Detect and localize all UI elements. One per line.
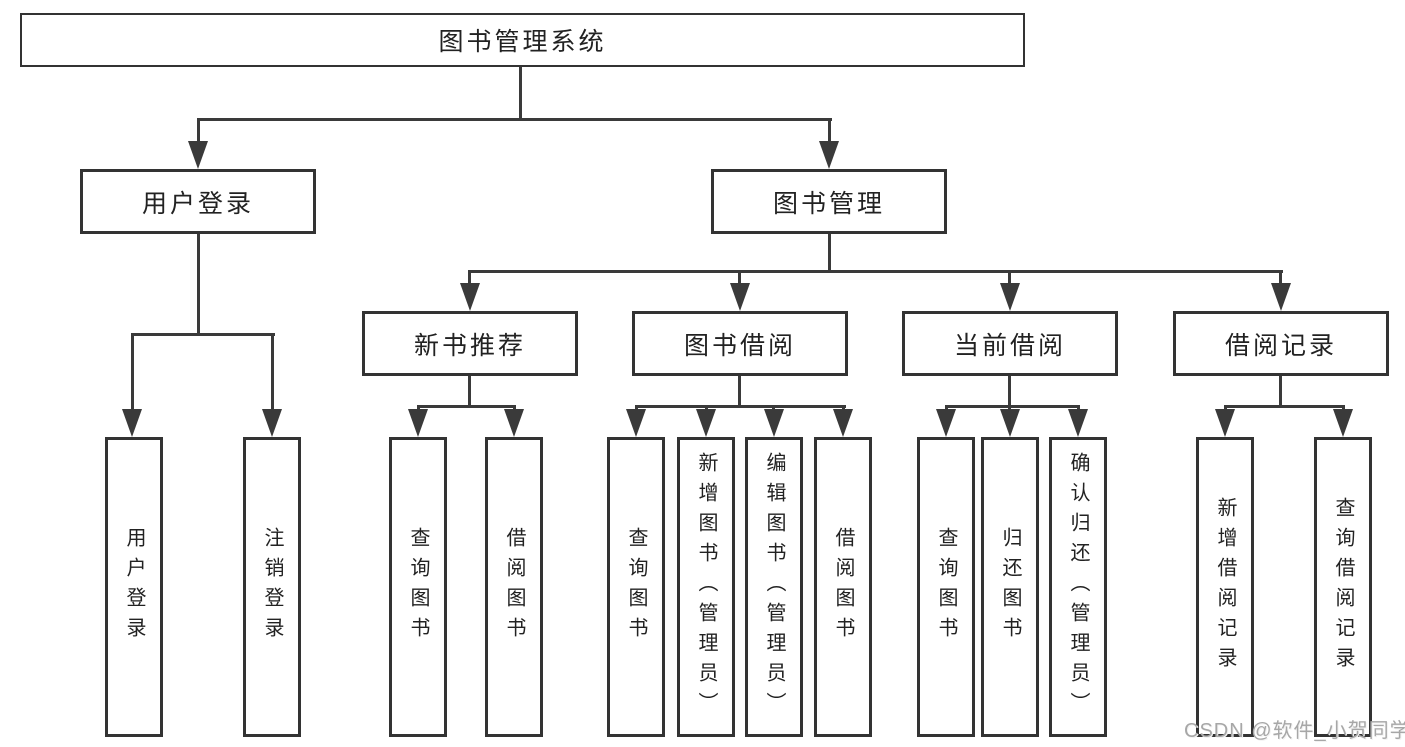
arrowhead-edit-books-admin-icon [764, 409, 784, 437]
arrowhead-query-books-recommend-icon [408, 409, 428, 437]
node-borrow-records: 借阅记录 [1173, 311, 1389, 376]
leaf-logout: 注销登录 [243, 437, 301, 737]
leaf-edit-books-admin-label: 编辑图书（管理员） [763, 452, 785, 722]
leaf-add-books-admin-label: 新增图书（管理员） [695, 452, 717, 722]
watermark: CSDN @软件_小贺同学 [1184, 720, 1405, 742]
node-new-book-recommend: 新书推荐 [362, 311, 578, 376]
leaf-query-borrow-record: 查询借阅记录 [1314, 437, 1372, 737]
arrowhead-borrow-books-recommend-icon [504, 409, 524, 437]
leaf-add-books-admin: 新增图书（管理员） [677, 437, 735, 737]
leaf-query-books-recommend: 查询图书 [389, 437, 447, 737]
leaf-query-borrow-record-label: 查询借阅记录 [1332, 497, 1354, 677]
connector-current-branch [945, 405, 1080, 408]
arrowhead-new-book-recommend-icon [460, 283, 480, 311]
node-user-login-label: 用户登录 [141, 189, 254, 218]
connector-to-user-login [197, 118, 200, 142]
leaf-query-books-current-label: 查询图书 [935, 527, 957, 647]
arrowhead-user-login-icon [188, 141, 208, 169]
leaf-query-books-borrowing: 查询图书 [607, 437, 665, 737]
leaf-return-books-label: 归还图书 [999, 527, 1021, 647]
arrowhead-add-books-admin-icon [696, 409, 716, 437]
connector-user-vertical [197, 234, 200, 336]
arrowhead-leaf-logout-icon [262, 409, 282, 437]
connector-to-leaf-user-login [131, 333, 134, 411]
node-current-borrowing: 当前借阅 [902, 311, 1118, 376]
connector-user-branch [131, 333, 275, 336]
connector-recommend-branch [417, 405, 516, 408]
arrowhead-borrow-books-icon [833, 409, 853, 437]
connector-to-new-book-recommend [468, 270, 471, 286]
connector-borrowing-vertical [738, 376, 741, 408]
arrowhead-return-books-icon [1000, 409, 1020, 437]
arrowhead-query-borrow-record-icon [1333, 409, 1353, 437]
leaf-confirm-return-admin: 确认归还（管理员） [1049, 437, 1107, 737]
connector-records-vertical [1279, 376, 1282, 408]
leaf-borrow-books-recommend-label: 借阅图书 [503, 527, 525, 647]
leaf-add-borrow-record-label: 新增借阅记录 [1214, 497, 1236, 677]
arrowhead-current-borrowing-icon [1000, 283, 1020, 311]
connector-to-current-borrowing [1008, 270, 1011, 286]
arrowhead-book-management-icon [819, 141, 839, 169]
connector-root-branch [197, 118, 832, 121]
connector-current-vertical [1008, 376, 1011, 408]
leaf-query-books-borrowing-label: 查询图书 [625, 527, 647, 647]
leaf-query-books-current: 查询图书 [917, 437, 975, 737]
connector-root-vertical [519, 67, 522, 120]
node-book-borrowing: 图书借阅 [632, 311, 848, 376]
connector-recommend-vertical [468, 376, 471, 408]
leaf-logout-label: 注销登录 [261, 527, 283, 647]
node-borrow-records-label: 借阅记录 [1224, 331, 1337, 360]
node-library-system-label: 图书管理系统 [438, 28, 607, 56]
connector-mgmt-vertical [828, 234, 831, 273]
arrowhead-leaf-user-login-icon [122, 409, 142, 437]
leaf-confirm-return-admin-label: 确认归还（管理员） [1067, 452, 1089, 722]
leaf-add-borrow-record: 新增借阅记录 [1196, 437, 1254, 737]
connector-records-branch [1224, 405, 1345, 408]
connector-borrowing-branch [635, 405, 846, 408]
leaf-borrow-books-recommend: 借阅图书 [485, 437, 543, 737]
arrowhead-confirm-return-admin-icon [1068, 409, 1088, 437]
leaf-user-login: 用户登录 [105, 437, 163, 737]
node-book-borrowing-label: 图书借阅 [683, 331, 796, 360]
connector-to-borrow-records [1279, 270, 1282, 286]
node-new-book-recommend-label: 新书推荐 [413, 331, 526, 360]
arrowhead-query-books-current-icon [936, 409, 956, 437]
leaf-borrow-books: 借阅图书 [814, 437, 872, 737]
arrowhead-add-borrow-record-icon [1215, 409, 1235, 437]
connector-to-book-borrowing [738, 270, 741, 286]
node-book-management: 图书管理 [711, 169, 947, 234]
arrowhead-book-borrowing-icon [730, 283, 750, 311]
node-user-login: 用户登录 [80, 169, 316, 234]
node-book-management-label: 图书管理 [772, 189, 885, 218]
connector-to-book-management [828, 118, 831, 142]
leaf-edit-books-admin: 编辑图书（管理员） [745, 437, 803, 737]
leaf-user-login-label: 用户登录 [123, 527, 145, 647]
arrowhead-borrow-records-icon [1271, 283, 1291, 311]
leaf-borrow-books-label: 借阅图书 [832, 527, 854, 647]
node-library-system: 图书管理系统 [20, 13, 1025, 67]
leaf-query-books-recommend-label: 查询图书 [407, 527, 429, 647]
arrowhead-query-books-borrowing-icon [626, 409, 646, 437]
connector-to-leaf-logout [271, 333, 274, 411]
node-current-borrowing-label: 当前借阅 [953, 331, 1066, 360]
leaf-return-books: 归还图书 [981, 437, 1039, 737]
connector-mgmt-branch [468, 270, 1283, 273]
